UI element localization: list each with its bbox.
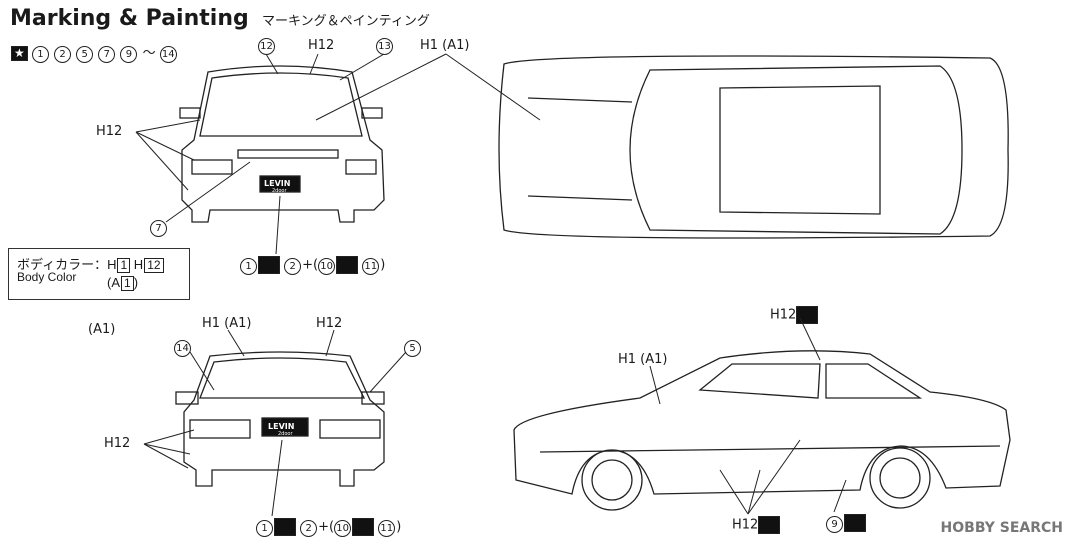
rear-view-car: LEVIN 2door: [175, 351, 385, 487]
page-subtitle: マーキング＆ペインティング: [262, 14, 430, 29]
color-code: 1: [121, 276, 134, 291]
callout-14: 14: [174, 340, 192, 357]
rear-plate-text: LEVIN: [268, 422, 294, 431]
callout-h12-front-top: H12: [308, 38, 335, 53]
black-swatch-icon: [758, 516, 781, 534]
side-view-car: [513, 350, 1011, 511]
black-swatch-icon: [352, 518, 375, 536]
alt-close: ): [133, 275, 139, 290]
callout-h12-side-bottom: H12: [732, 516, 781, 534]
rear-plate-sub: 2door: [278, 431, 293, 437]
callout-rear-plate: 1 2+(10 11): [256, 518, 401, 537]
leader-lines: [135, 53, 847, 517]
callout-h12-front-left: H12: [96, 124, 123, 139]
callout-h12-roof-side: H12: [770, 306, 819, 324]
decal-number: 14: [159, 46, 177, 63]
black-swatch-icon: [844, 514, 866, 532]
callout-9: 9: [826, 514, 866, 533]
callout-a1-rear: (A1): [88, 322, 116, 337]
color-code: 1: [117, 258, 131, 273]
decal-number: 7: [98, 46, 116, 63]
callout-7: 7: [150, 220, 168, 237]
callout-h12-rear-top: H12: [316, 316, 343, 331]
callout-13: 13: [376, 38, 394, 55]
callout-h1a1-side: H1 (A1): [618, 352, 668, 367]
decal-list: ★ 1 2 5 7 9 ～ 14: [10, 42, 178, 63]
decal-number: 5: [76, 46, 94, 63]
front-plate-sub: 2door: [272, 188, 287, 194]
callout-h12-rear-left: H12: [104, 436, 131, 451]
decal-number: 2: [54, 46, 72, 63]
black-swatch-icon: [336, 256, 359, 274]
page-title: Marking & Painting: [10, 6, 249, 31]
star-decal-icon: ★: [11, 46, 28, 61]
callout-front-plate: 1 2+(10 11): [240, 256, 385, 275]
color-prefix: H: [133, 257, 144, 272]
decal-range-separator: ～: [142, 46, 156, 61]
watermark: HOBBY SEARCH: [940, 520, 1063, 536]
callout-h1a1-rear: H1 (A1): [202, 316, 252, 331]
decal-number: 1: [31, 46, 49, 63]
top-view-car: [498, 55, 1009, 239]
decal-number: 9: [120, 46, 138, 63]
body-color-jp: ボディカラー：H: [17, 257, 117, 272]
color-code: 12: [144, 258, 164, 273]
body-color-en: Body Color: [17, 270, 77, 284]
callout-5: 5: [404, 340, 422, 357]
alt-open: (A: [107, 275, 120, 290]
callout-h1a1-top: H1 (A1): [420, 38, 470, 53]
black-swatch-icon: [258, 256, 280, 274]
black-swatch-icon: [274, 518, 296, 536]
front-view-car: LEVIN 2door: [179, 65, 385, 223]
front-plate-text: LEVIN: [264, 179, 290, 188]
black-swatch-icon: [796, 306, 819, 324]
